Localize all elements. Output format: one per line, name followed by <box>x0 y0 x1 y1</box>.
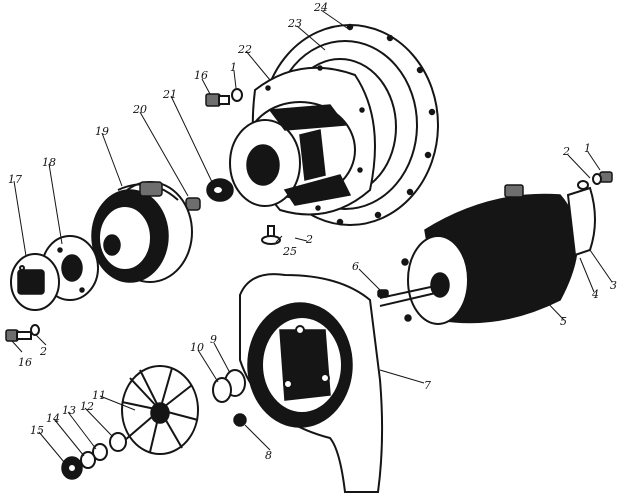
label-part-9: 9 <box>210 333 217 346</box>
label-part-3: 3 <box>610 279 617 292</box>
label-part-8: 8 <box>265 449 272 462</box>
end-cap <box>10 253 60 311</box>
label-part-2-mid: 2 <box>306 233 313 246</box>
label-part-2-right: 2 <box>563 145 570 158</box>
motor-end-shield <box>91 181 193 283</box>
label-part-15: 15 <box>30 424 44 437</box>
label-part-2-left: 2 <box>40 345 47 358</box>
drain-plug <box>233 413 247 427</box>
label-part-17: 17 <box>8 173 22 186</box>
fan-coupling <box>185 178 234 211</box>
label-part-19: 19 <box>95 125 109 138</box>
label-part-22: 22 <box>238 43 252 56</box>
label-part-25: 25 <box>283 245 297 258</box>
leader-lines <box>11 9 613 463</box>
label-part-14: 14 <box>46 412 60 425</box>
label-part-7: 7 <box>424 379 431 392</box>
label-part-18: 18 <box>42 156 56 169</box>
label-part-6: 6 <box>352 260 359 273</box>
bolt-left <box>5 324 40 342</box>
bolt-top <box>205 88 243 107</box>
label-part-24: 24 <box>314 1 328 14</box>
label-part-12: 12 <box>80 400 94 413</box>
pin <box>377 289 389 298</box>
impeller <box>121 365 199 455</box>
label-part-1-right: 1 <box>584 142 591 155</box>
label-part-1-top: 1 <box>230 61 237 74</box>
o-rings <box>212 369 246 403</box>
label-part-11: 11 <box>92 389 106 402</box>
electric-motor <box>379 184 579 325</box>
bolt-25 <box>261 225 281 245</box>
label-part-13: 13 <box>62 404 76 417</box>
label-part-16-left: 16 <box>18 356 32 369</box>
label-part-21: 21 <box>163 88 177 101</box>
terminal-cover <box>566 180 596 257</box>
label-part-10: 10 <box>190 341 204 354</box>
impeller-nut-stack <box>61 432 127 480</box>
bearing-housing <box>229 101 356 207</box>
label-part-20: 20 <box>133 103 147 116</box>
volute-housing <box>239 273 384 493</box>
label-part-5: 5 <box>560 315 567 328</box>
label-part-16-top: 16 <box>194 69 208 82</box>
label-part-23: 23 <box>288 17 302 30</box>
label-part-4: 4 <box>592 288 599 301</box>
bolt-right <box>592 171 613 185</box>
